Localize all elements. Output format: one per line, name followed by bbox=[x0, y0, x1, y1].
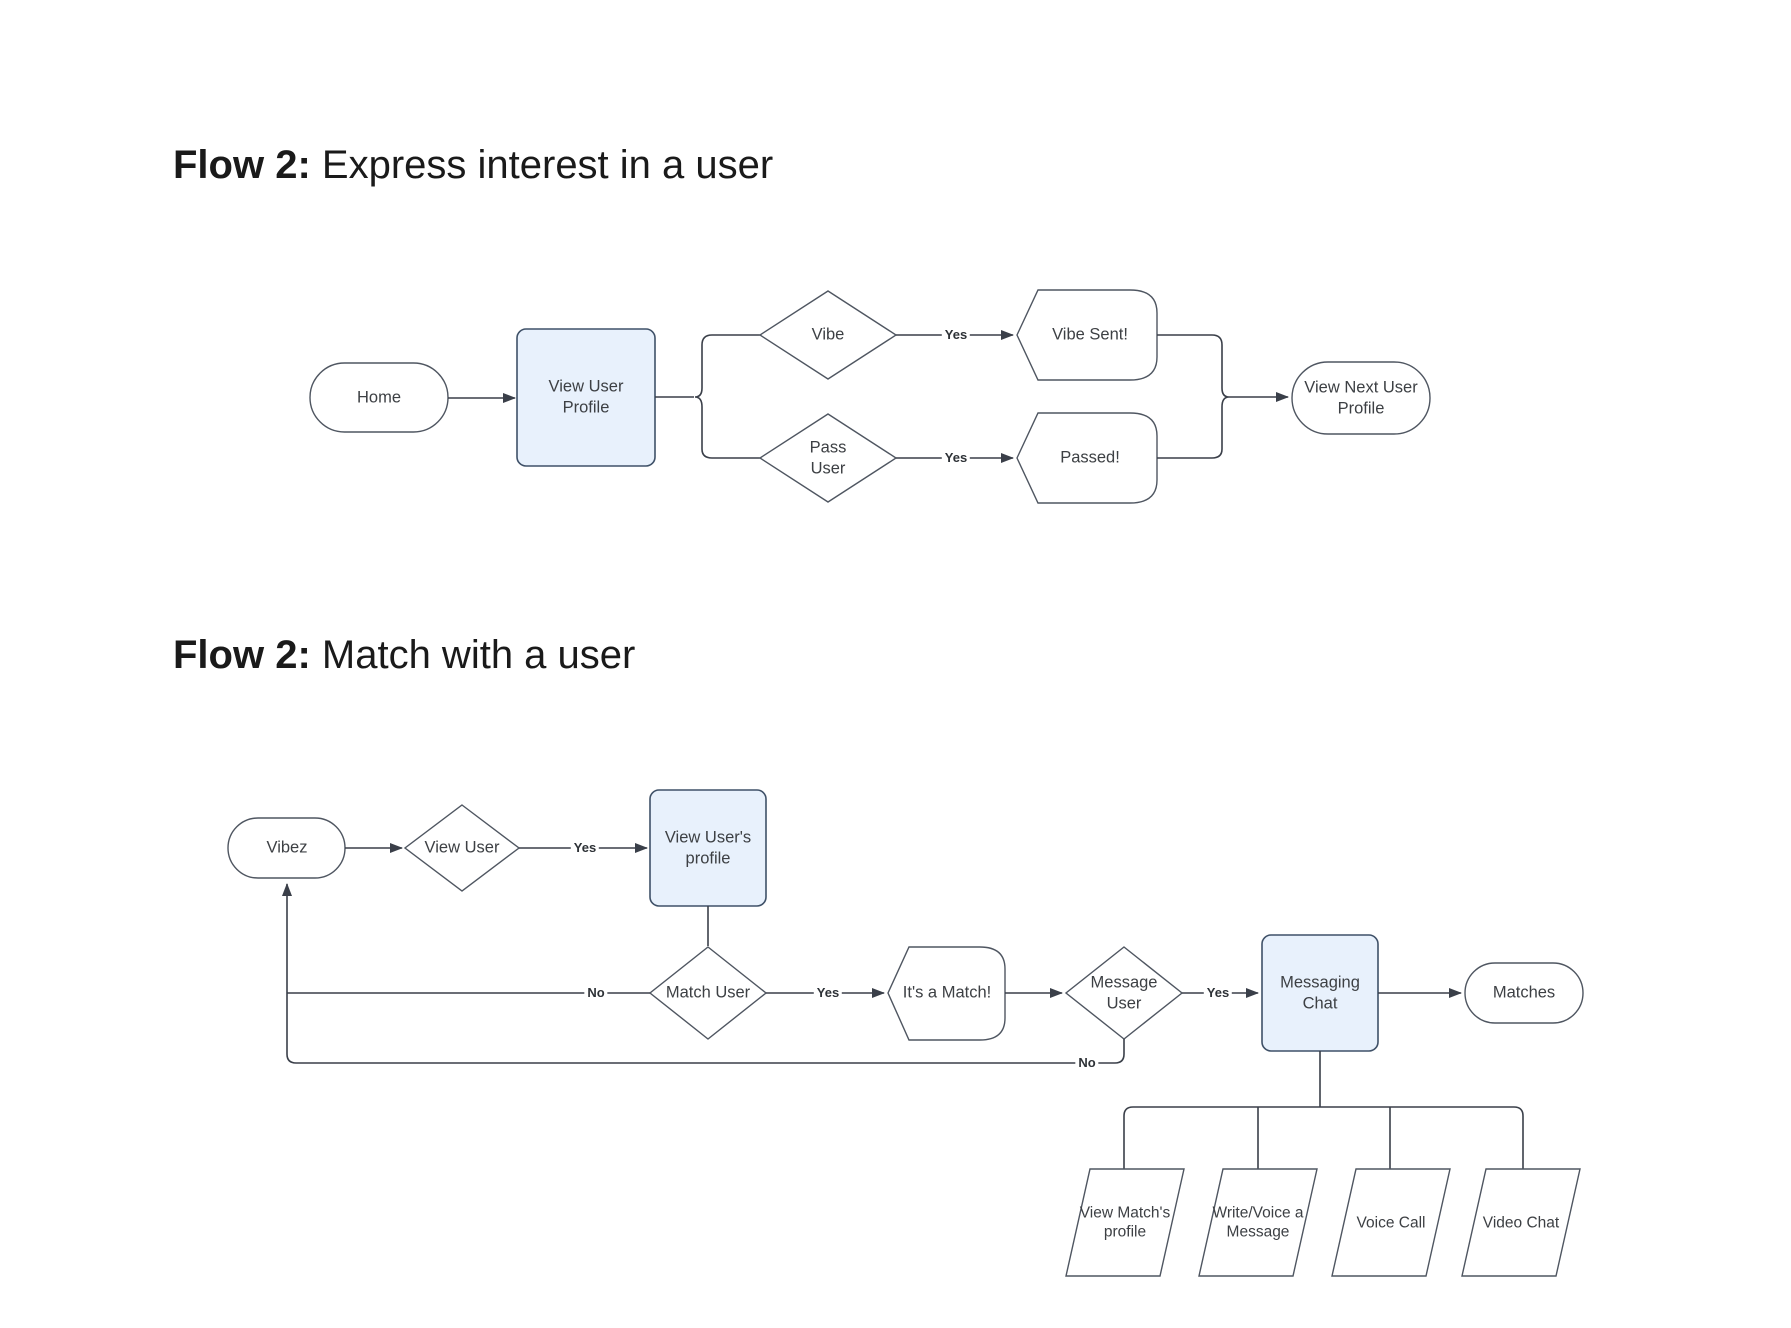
merge-connector bbox=[1157, 334, 1230, 459]
vibez-label: Vibez bbox=[266, 838, 308, 857]
write-voice-message-label: Write/Voice a Message bbox=[1212, 1204, 1304, 1241]
flow2-title-prefix: Flow 2: bbox=[173, 633, 311, 677]
vibe-yes-label: Yes bbox=[941, 327, 971, 343]
view-next-user-profile-terminator-shape bbox=[1291, 361, 1431, 435]
vibe-sent-label: Vibe Sent! bbox=[1052, 325, 1128, 344]
flow1-title-text: Express interest in a user bbox=[310, 143, 774, 187]
video-chat-label: Video Chat bbox=[1482, 1214, 1560, 1232]
match-user-label: Match User bbox=[665, 983, 751, 1002]
pass-user-label: Pass User bbox=[809, 438, 847, 477]
voice-call-label: Voice Call bbox=[1356, 1214, 1426, 1232]
matches-terminator-shape bbox=[1464, 962, 1584, 1024]
message-user-label: Message User bbox=[1090, 973, 1158, 1012]
home-label: Home bbox=[356, 388, 402, 407]
messaging-chat-label: Messaging Chat bbox=[1280, 973, 1360, 1012]
voice-call-io-shape bbox=[1331, 1168, 1451, 1277]
video-chat-io-shape bbox=[1461, 1168, 1581, 1277]
view-matchs-profile-label: View Match's profile bbox=[1079, 1204, 1171, 1241]
its-a-match-label: It's a Match! bbox=[902, 983, 992, 1002]
view-user-decision-shape bbox=[403, 804, 521, 892]
view-matchs-profile-io-shape bbox=[1065, 1168, 1185, 1277]
passed-label: Passed! bbox=[1060, 448, 1120, 467]
edge-messageuser-no-loop bbox=[282, 883, 1125, 1064]
vibe-decision-shape bbox=[758, 290, 898, 380]
view-user-yes-label: Yes bbox=[570, 840, 600, 856]
flow2-title-text: Match with a user bbox=[310, 633, 636, 677]
flow1-title-prefix: Flow 2: bbox=[173, 143, 311, 187]
matches-label: Matches bbox=[1492, 983, 1556, 1002]
pass-user-decision-shape bbox=[758, 413, 898, 503]
view-user-label: View User bbox=[424, 838, 500, 857]
flow2-title: Flow 2: Match with a user bbox=[173, 633, 635, 677]
match-yes-label: Yes bbox=[813, 985, 843, 1001]
split-connector bbox=[694, 334, 760, 459]
view-next-user-profile-label: View Next User Profile bbox=[1304, 378, 1418, 417]
pass-yes-label: Yes bbox=[941, 450, 971, 466]
message-no-label: No bbox=[1075, 1055, 1099, 1071]
flow1-title: Flow 2: Express interest in a user bbox=[173, 143, 773, 187]
view-users-profile-label: View User's profile bbox=[664, 828, 752, 867]
view-user-profile-label: View User Profile bbox=[548, 377, 624, 416]
write-voice-message-io-shape bbox=[1198, 1168, 1318, 1277]
tree-rail bbox=[1123, 1106, 1524, 1169]
match-no-label: No bbox=[584, 985, 608, 1001]
match-user-decision-shape bbox=[648, 946, 768, 1040]
message-yes-label: Yes bbox=[1203, 985, 1233, 1001]
vibe-label: Vibe bbox=[811, 325, 845, 344]
